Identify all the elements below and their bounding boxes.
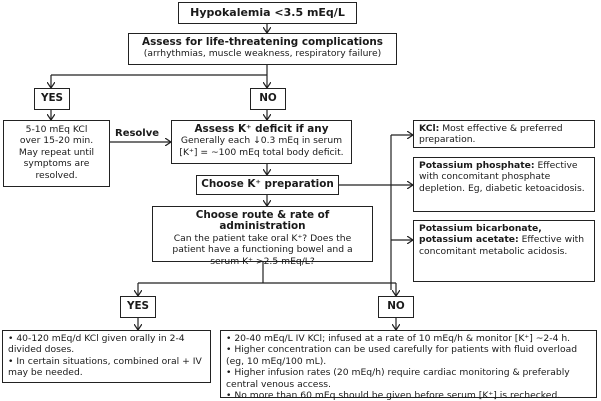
no-label: NO [259, 92, 277, 104]
title: Hypokalemia <3.5 mEq/L [190, 6, 345, 19]
prep-name: Potassium bicarbonate, potassium acetate… [419, 223, 542, 246]
text-line: May repeat until [18, 146, 95, 158]
prep-desc: Effective with concomitant phosphate dep… [419, 160, 585, 194]
bullet-item: • No more than 60 mEq should be given be… [226, 390, 561, 401]
iv-treatment-box: • 20-40 mEq/L IV KCl; infused at a rate … [220, 330, 597, 401]
hypokalemia-title-box: Hypokalemia <3.5 mEq/L [178, 2, 357, 24]
no-box-2: NO [378, 296, 414, 318]
bullet-item: • Higher infusion rates (20 mEq/h) requi… [226, 367, 570, 390]
bullet-item: • 40-120 mEq/d KCl given orally in 2-4 d… [8, 333, 185, 356]
prep-kcl-box: KCl: Most effective & preferred preparat… [413, 120, 595, 148]
assess-complications-heading: Assess for life-threatening complication… [142, 36, 383, 48]
prep-name: KCl: [419, 123, 440, 134]
oral-treatment-box: • 40-120 mEq/d KCl given orally in 2-4 d… [2, 330, 211, 383]
bullet-item: • Higher concentration can be used caref… [226, 344, 578, 367]
assess-deficit-box: Assess K⁺ deficit if any Generally each … [171, 120, 352, 164]
text-line: resolved. [35, 169, 78, 181]
no-label: NO [387, 300, 405, 312]
route-box: Choose route & rate of administration Ca… [152, 206, 373, 267]
text-line: symptoms are [23, 158, 90, 170]
prep-phosphate-box: Potassium phosphate: Effective with conc… [413, 157, 595, 212]
bullet-item: • 20-40 mEq/L IV KCl; infused at a rate … [226, 333, 571, 344]
assess-complications-detail: (arrhythmias, muscle weakness, respirato… [143, 48, 382, 60]
bullet-item: • In certain situations, combined oral +… [8, 355, 202, 379]
text-line: patient have a functioning bowel and a [172, 244, 353, 256]
yes-box-2: YES [120, 296, 156, 318]
text-line: 5-10 mEq KCl [25, 124, 88, 135]
text-line: over 15-20 min. [19, 135, 94, 147]
no-box-1: NO [250, 88, 286, 110]
emergency-treatment-box: 5-10 mEq KCl over 15-20 min. May repeat … [3, 120, 110, 187]
choose-prep-label: Choose K⁺ preparation [201, 178, 334, 190]
yes-label: YES [40, 92, 64, 104]
text-line: serum K⁺ >2.5 mEq/L? [210, 255, 315, 267]
assess-deficit-heading: Assess K⁺ deficit if any [194, 123, 329, 135]
prep-bicarbonate-box: Potassium bicarbonate, potassium acetate… [413, 220, 595, 282]
prep-desc: Most effective & preferred preparation. [419, 123, 563, 146]
choose-preparation-box: Choose K⁺ preparation [196, 175, 339, 195]
prep-desc: Effective with concomitant metabolic aci… [419, 234, 585, 257]
prep-name: Potassium phosphate: [419, 160, 535, 171]
text-line: [K⁺] = ~100 mEq total body deficit. [179, 146, 344, 158]
yes-label: YES [126, 300, 150, 312]
text-line: Generally each ↓0.3 mEq in serum [180, 135, 343, 147]
text-line: Can the patient take oral K⁺? Does the [173, 232, 352, 244]
route-heading: Choose route & rate of administration [195, 209, 330, 233]
resolve-label: Resolve [115, 128, 160, 139]
yes-box-1: YES [34, 88, 70, 110]
assess-complications-box: Assess for life-threatening complication… [128, 33, 397, 65]
